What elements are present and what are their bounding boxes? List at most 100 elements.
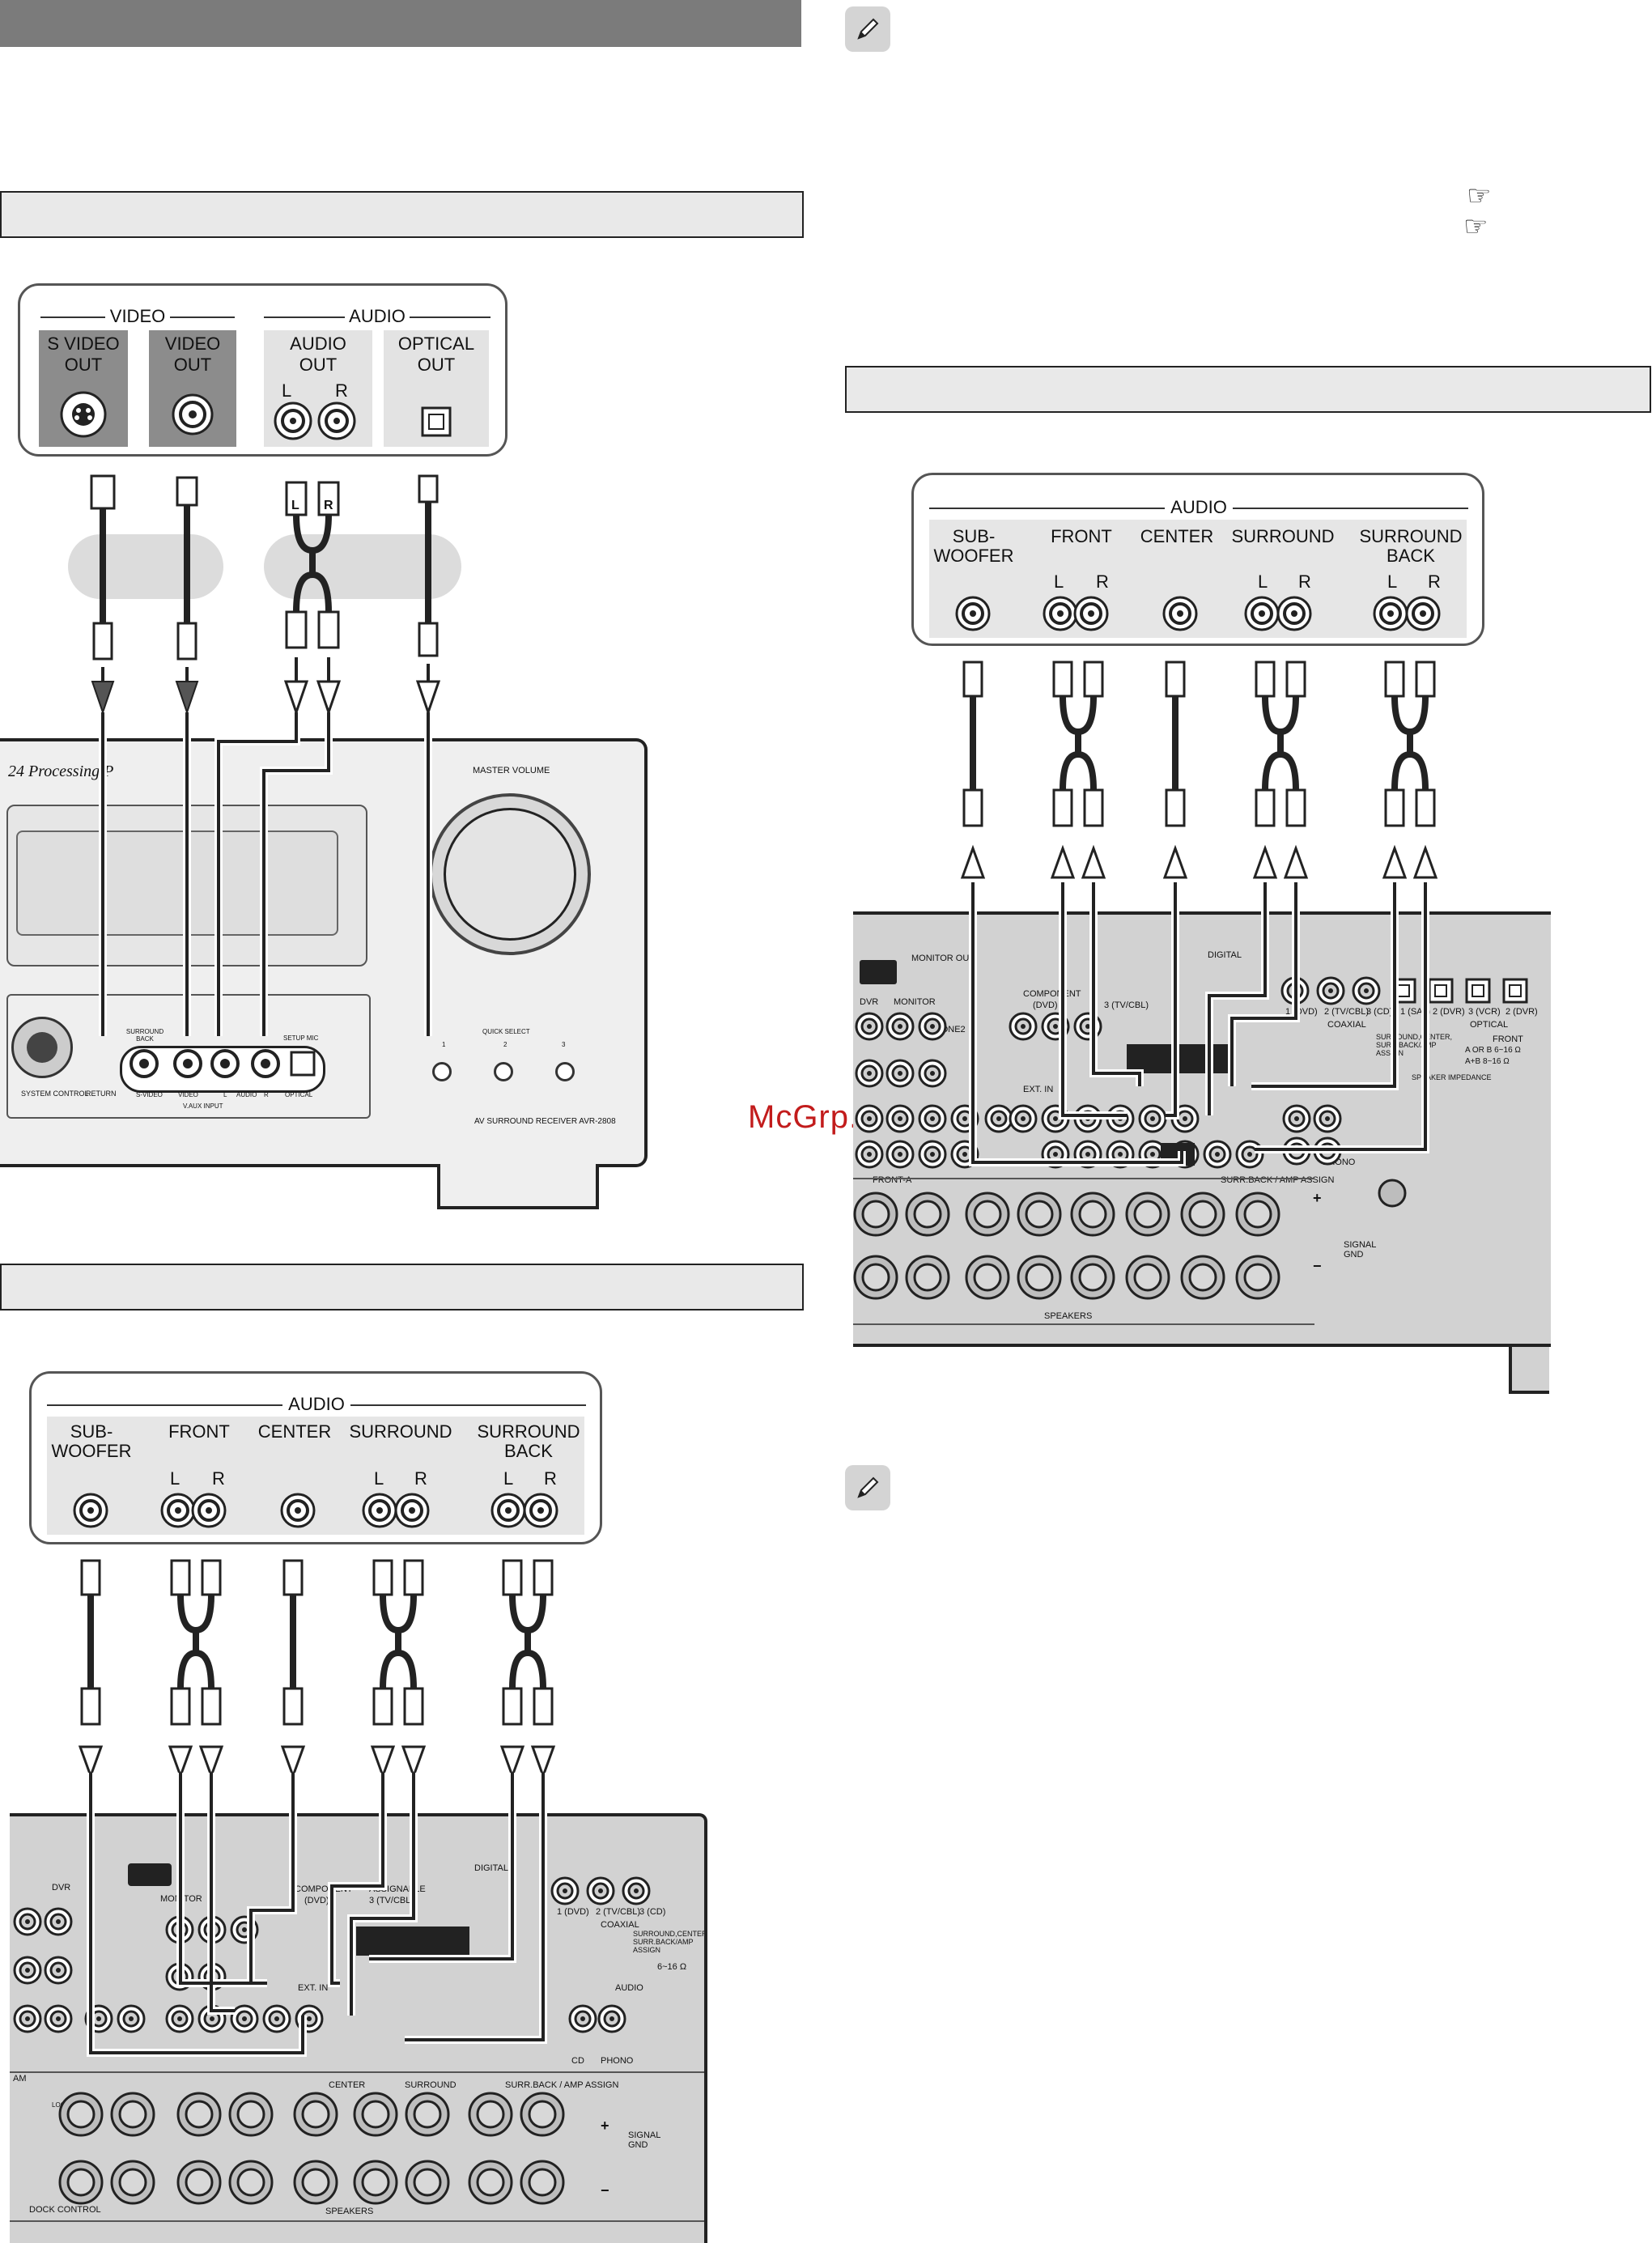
quick-select-2: 2 — [503, 1041, 507, 1048]
front-l: L — [170, 1468, 180, 1489]
quick-select-button-2[interactable] — [494, 1062, 513, 1081]
speaker-cables-left — [78, 1559, 556, 1780]
audio-out-label-2: OUT — [299, 355, 338, 375]
vaux-input-label: V.AUX INPUT — [183, 1102, 223, 1110]
audio-group-text: AUDIO — [282, 1394, 350, 1415]
surround-r: R — [1298, 571, 1311, 592]
quick-select-button-1[interactable] — [432, 1062, 452, 1081]
rear-center-speaker-label: CENTER — [329, 2080, 366, 2090]
front-r: R — [1096, 571, 1109, 592]
front-l: L — [1054, 571, 1064, 592]
vaux-r-label: R — [264, 1091, 269, 1098]
quick-select-button-3[interactable] — [555, 1062, 575, 1081]
video-group-text: VIDEO — [105, 306, 170, 327]
svideo-out-label-1: S VIDEO — [47, 333, 120, 354]
front-r: R — [212, 1468, 225, 1489]
pencil-note-icon — [845, 6, 890, 52]
surround-back-label-l2: BACK — [504, 1441, 553, 1461]
surround-back-r: R — [1428, 571, 1441, 592]
vaux-video-label: VIDEO — [178, 1091, 198, 1098]
rear-coax-3: 3 (CD) — [639, 1907, 666, 1917]
rear-imp-a-or-b: A OR B 6~16 Ω — [1465, 1046, 1521, 1055]
rear-imp-ab: A+B 8~16 Ω — [1465, 1057, 1510, 1066]
rear-front-imp-label: FRONT — [1493, 1034, 1523, 1044]
speaker-audio-label-right: AUDIO — [929, 497, 1468, 518]
rear-speakers-label: SPEAKERS — [325, 2207, 374, 2216]
speaker-jacks-left — [73, 1493, 558, 1528]
setup-mic-label: SETUP MIC — [283, 1034, 319, 1042]
system-control-label: SYSTEM CONTROL — [21, 1090, 89, 1098]
rear-audio-label: AUDIO — [615, 1983, 643, 1993]
rear-signal-gnd-label: SIGNAL GND — [1344, 1240, 1376, 1260]
svideo-out-label-2: OUT — [64, 355, 103, 375]
rca-jack-icon — [274, 401, 356, 440]
rear-imp-6-16: 6~16 Ω — [657, 1962, 687, 1972]
system-control-dial[interactable] — [11, 1017, 73, 1078]
plug-l-tag: L — [291, 499, 299, 512]
audio-out-tile: AUDIO OUT L R — [264, 330, 372, 447]
speaker-cables-right — [960, 661, 1438, 879]
surround-l: L — [374, 1468, 384, 1489]
rear-minus-label: − — [1313, 1258, 1322, 1274]
audio-group-text: AUDIO — [345, 306, 410, 327]
rear-jacks-grid-right — [853, 960, 1528, 1325]
rear-monitor-out-label: MONITOR OUT — [911, 954, 975, 963]
audio-group-label: AUDIO — [264, 306, 491, 327]
rear-routing-left — [87, 1773, 547, 2057]
front-label: FRONT — [168, 1421, 230, 1442]
master-volume-knob[interactable] — [429, 793, 591, 955]
surround-back-label-l1: SURROUND — [1359, 526, 1463, 546]
rear-minus-label: − — [601, 2182, 609, 2198]
rear-digital-label: DIGITAL — [474, 1863, 508, 1873]
optical-jack-icon — [421, 406, 452, 437]
svideo-jack-icon — [60, 391, 107, 438]
rear-jacks-grid-left — [10, 1876, 704, 2222]
speaker-jacks-right — [955, 596, 1441, 631]
surround-back-l: L — [503, 1468, 514, 1489]
rear-ext-in-label: EXT. IN — [1023, 1085, 1054, 1094]
surround-back-l: L — [1387, 571, 1398, 592]
rear-plus-label: + — [1313, 1190, 1322, 1206]
rear-dvr-label: DVR — [860, 997, 879, 1007]
video-out-label-1: VIDEO — [164, 333, 221, 354]
center-label: CENTER — [1140, 526, 1214, 546]
diagram1-routing — [99, 712, 432, 1036]
rear-dvd-label: (DVD) — [1033, 1000, 1058, 1010]
surround-r: R — [414, 1468, 427, 1489]
rear-speaker-impedance-label: SPEAKER IMPEDANCE — [1412, 1073, 1492, 1081]
section-bar-video-connection — [0, 191, 804, 238]
receiver-foot — [437, 1164, 599, 1209]
rear-coax-3: 3 (CD) — [1366, 1007, 1393, 1017]
audio-out-r: R — [335, 380, 348, 401]
optical-out-label-2: OUT — [417, 355, 456, 375]
vaux-audio-label: AUDIO — [236, 1091, 257, 1098]
front-label: FRONT — [1051, 526, 1112, 546]
receiver-processing-label: 24 Processing P — [8, 763, 114, 780]
surround-l: L — [1258, 571, 1268, 592]
diagram1-cables — [68, 474, 461, 716]
rear-surround-speaker-label: SURROUND — [405, 2080, 457, 2090]
receiver-front-panel: 24 Processing P MASTER VOLUME SYSTEM CON… — [0, 738, 648, 1167]
rear-surr-center-label: SURROUND,CENTER, SURR.BACK/AMP ASSIGN — [1376, 1033, 1453, 1057]
audio-out-label-1: AUDIO — [290, 333, 346, 354]
rear-opt-2: 2 (DVR) — [1433, 1007, 1465, 1017]
vaux-optical-label: OPTICAL — [285, 1091, 313, 1098]
speaker-audio-label-left: AUDIO — [47, 1394, 586, 1415]
hdmi-monitor-out — [128, 1863, 172, 1886]
subwoofer-label-l1: SUB- — [952, 526, 996, 546]
rca-jack-icon — [172, 393, 214, 435]
center-label: CENTER — [257, 1421, 332, 1442]
rear-coax-1: 1 (DVD) — [557, 1907, 589, 1917]
subwoofer-label-l2: WOOFER — [933, 546, 1014, 566]
audio-group-text: AUDIO — [1165, 497, 1233, 518]
subwoofer-label-l2: WOOFER — [51, 1441, 132, 1461]
svideo-out-tile: S VIDEO OUT — [39, 330, 128, 447]
rear-opt-3: 3 (VCR) — [1468, 1007, 1501, 1017]
subwoofer-label-l1: SUB- — [70, 1421, 113, 1442]
rear-surr-center-label: SURROUND,CENTER, SURR.BACK/AMP ASSIGN — [633, 1930, 707, 1954]
rear-optical-label: OPTICAL — [1470, 1020, 1509, 1030]
rear-panel-right-foot — [1509, 1347, 1549, 1394]
quick-select-label: QUICK SELECT — [482, 1028, 530, 1035]
surround-back-label-l2: BACK — [1387, 546, 1435, 566]
rear-digital-label: DIGITAL — [1208, 950, 1242, 960]
